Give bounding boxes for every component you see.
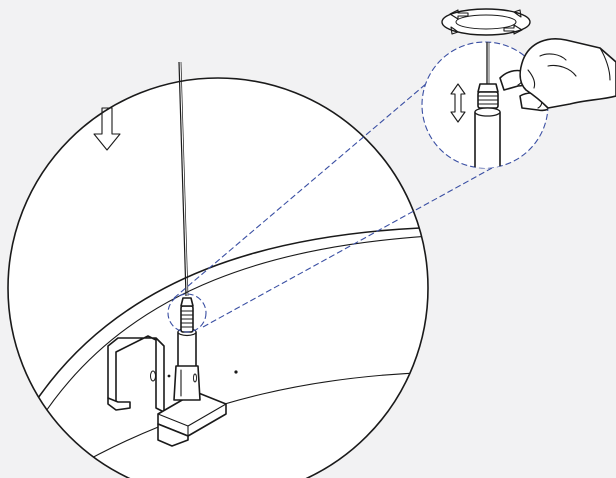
ceiling-hole <box>234 370 238 374</box>
ceiling-hole-2 <box>167 374 171 378</box>
cable-gripper <box>180 297 194 333</box>
detail-cylinder <box>474 107 501 168</box>
arrow-down-icon <box>93 107 121 151</box>
rotate-arrows-icon <box>441 8 531 36</box>
hand-illustration <box>519 38 616 109</box>
canopy-outer-edge <box>29 227 421 411</box>
canopy-surface-line <box>69 371 428 471</box>
canopy-inner-edge <box>39 235 428 421</box>
mounting-bracket <box>107 335 165 413</box>
detail-callout-circle <box>167 293 207 333</box>
arrow-up-down-icon <box>450 83 466 123</box>
bracket-screw-hole <box>150 370 156 382</box>
suspension-cable <box>178 61 187 297</box>
main-view <box>7 61 429 478</box>
detail-gripper <box>477 83 499 109</box>
detail-view <box>421 41 549 169</box>
callout-lines <box>173 71 493 328</box>
cylinder-fixture <box>173 327 201 401</box>
suspension-cable-inner <box>180 61 189 297</box>
